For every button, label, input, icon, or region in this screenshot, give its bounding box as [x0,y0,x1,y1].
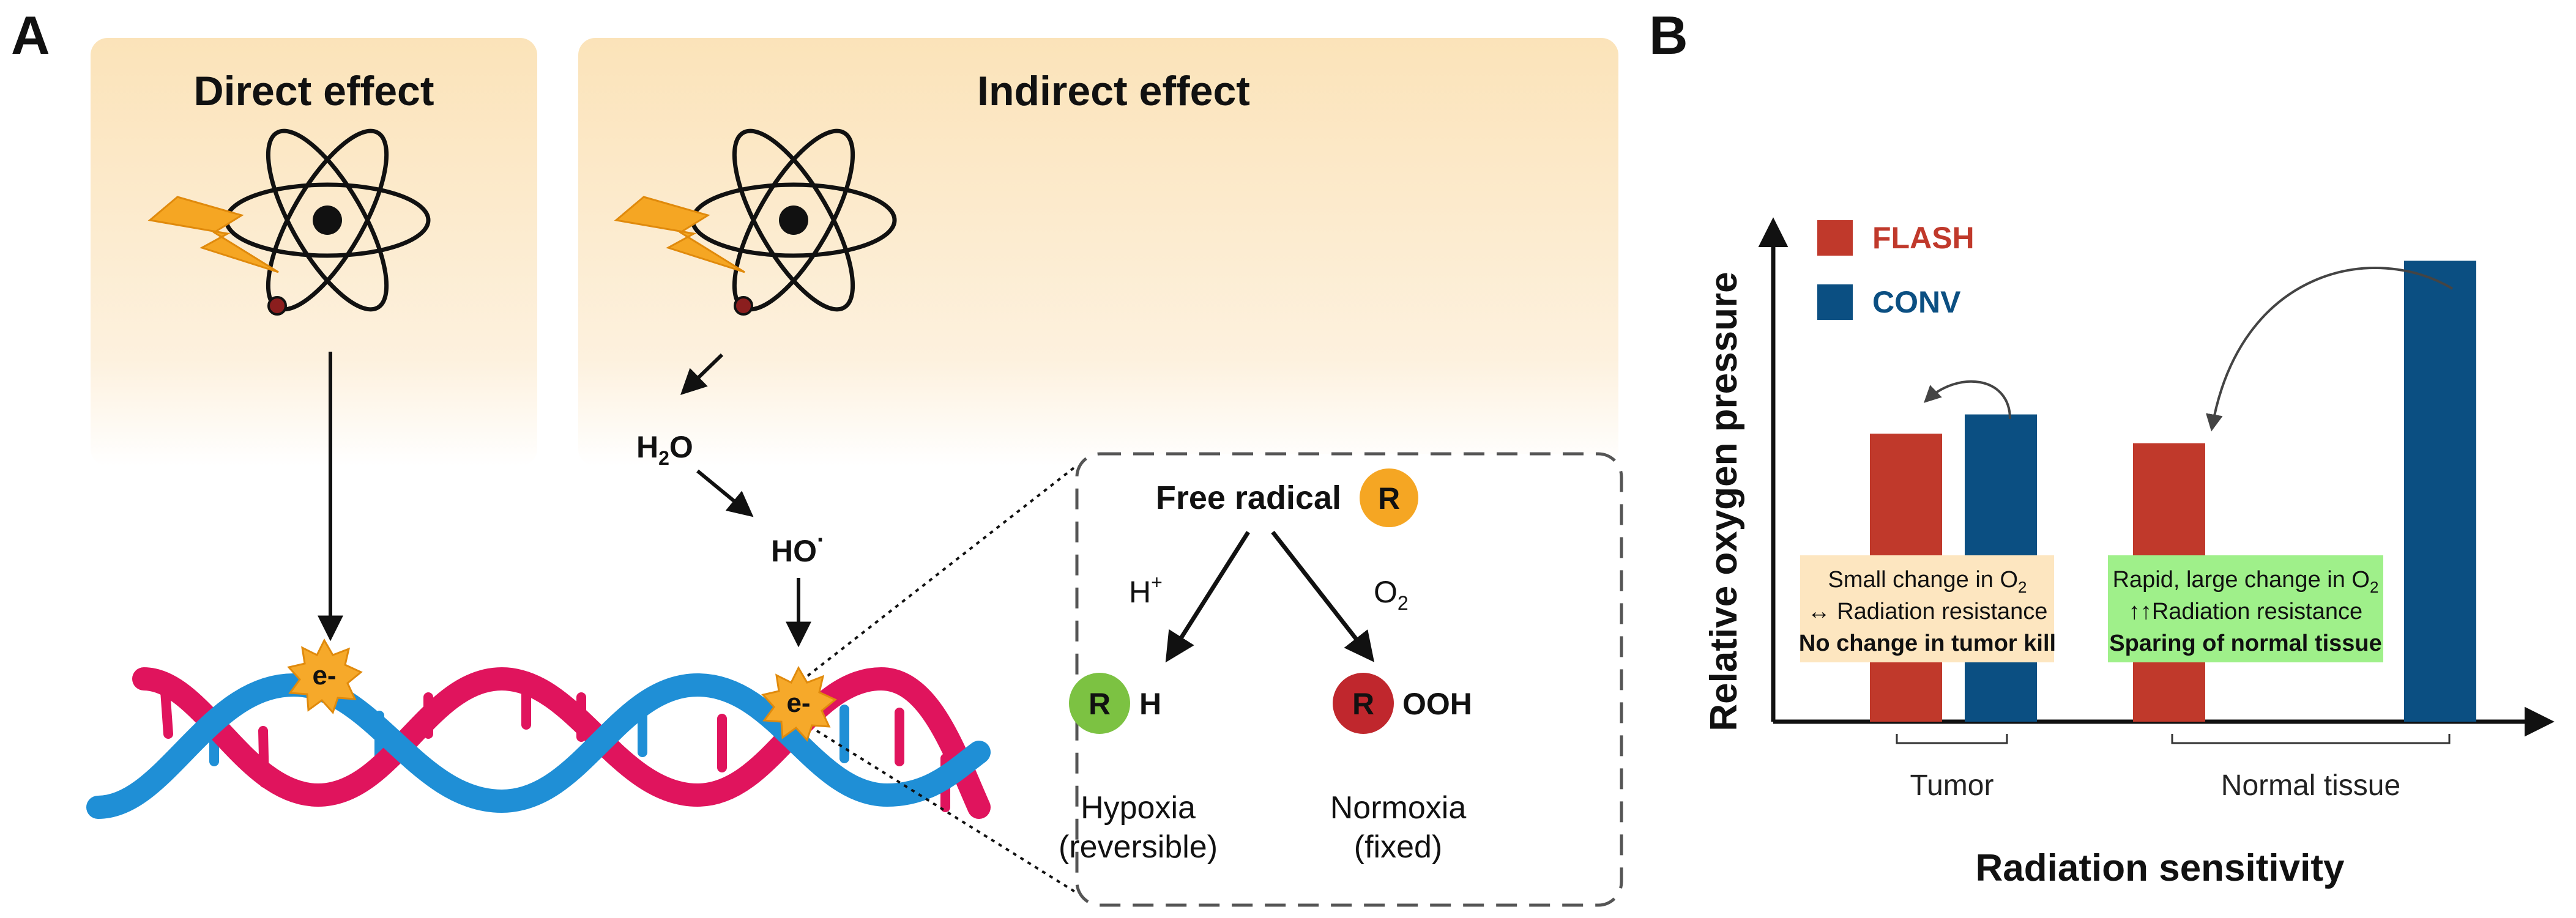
category-bracket [2171,734,2451,744]
hypoxia-note: (reversible) [1059,829,1218,865]
x-axis-label: Radiation sensitivity [1976,847,2345,889]
atom-icon [224,128,431,316]
rh-r-badge [1069,673,1130,734]
dna-helix-icon [86,667,991,819]
normal-shift-arrow [2206,267,2454,432]
oxygen-label: O2 [1374,575,1409,614]
radical-r-badge [1360,468,1418,527]
legend-label-flash: FLASH [1872,221,1975,255]
hypoxia-label: Hypoxia [1081,790,1196,826]
svg-text:R: R [1089,687,1111,721]
hydroxyl-label: HO· [771,527,825,568]
rh-suffix: H [1139,687,1161,721]
legend-swatch-flash [1817,220,1853,256]
tumor-shift-arrow [1923,380,2011,420]
lightning-bolt-icon [147,196,279,273]
bar-conv-normal-tissue [2404,261,2476,722]
rooh-suffix: OOH [1402,687,1472,721]
normal-annotation-box [2108,555,2383,662]
y-axis-label: Relative oxygen pressure [1703,272,1745,731]
electron-burst-icon: e- [287,638,363,714]
svg-text:R: R [1352,687,1374,721]
normoxia-label: Normoxia [1330,790,1467,826]
electron-burst-icon: e- [761,665,837,742]
svg-text:R: R [1378,481,1400,516]
normal-note-line1: Rapid, large change in O2 [2113,567,2379,596]
legend-swatch-conv [1817,284,1853,320]
tumor-annotation-box [1800,555,2054,662]
panel-a-letter: A [11,5,50,65]
category-label: Tumor [1910,769,1994,802]
lightning-bolt-icon [614,196,745,273]
indirect-effect-title: Indirect effect [977,68,1250,114]
category-bracket [1896,734,2008,744]
direct-effect-panel [91,38,537,466]
electron-label: e- [786,688,810,718]
zoom-line [806,467,1075,677]
proton-label: H+ [1129,571,1163,609]
category-label: Normal tissue [2221,769,2400,802]
indirect-effect-panel [578,38,1618,466]
electron-label: e- [312,661,336,690]
tumor-note-line3: No change in tumor kill [1799,631,2056,656]
arrow-to-rh [1165,531,1250,663]
rooh-r-badge [1333,673,1394,734]
water-label: H2O [636,430,693,469]
panel-b-letter: B [1649,5,1688,65]
legend-label-conv: CONV [1872,285,1961,319]
arrow-to-hydroxyl [696,469,754,517]
normal-note-line2: ↑↑Radiation resistance [2129,599,2362,624]
oxygen-pressure-chart: Relative oxygen pressure Radiation sensi… [1703,217,2555,889]
free-radical-label: Free radical [1156,479,1341,516]
arrow-to-rooh [1271,530,1375,662]
normal-note-line3: Sparing of normal tissue [2109,631,2382,656]
arrow-to-water [680,353,724,395]
direct-effect-title: Direct effect [193,68,434,114]
tumor-note-line1: Small change in O2 [1828,567,2027,596]
tumor-note-line2: ↔ Radiation resistance [1807,599,2048,624]
normoxia-note: (fixed) [1354,829,1442,865]
